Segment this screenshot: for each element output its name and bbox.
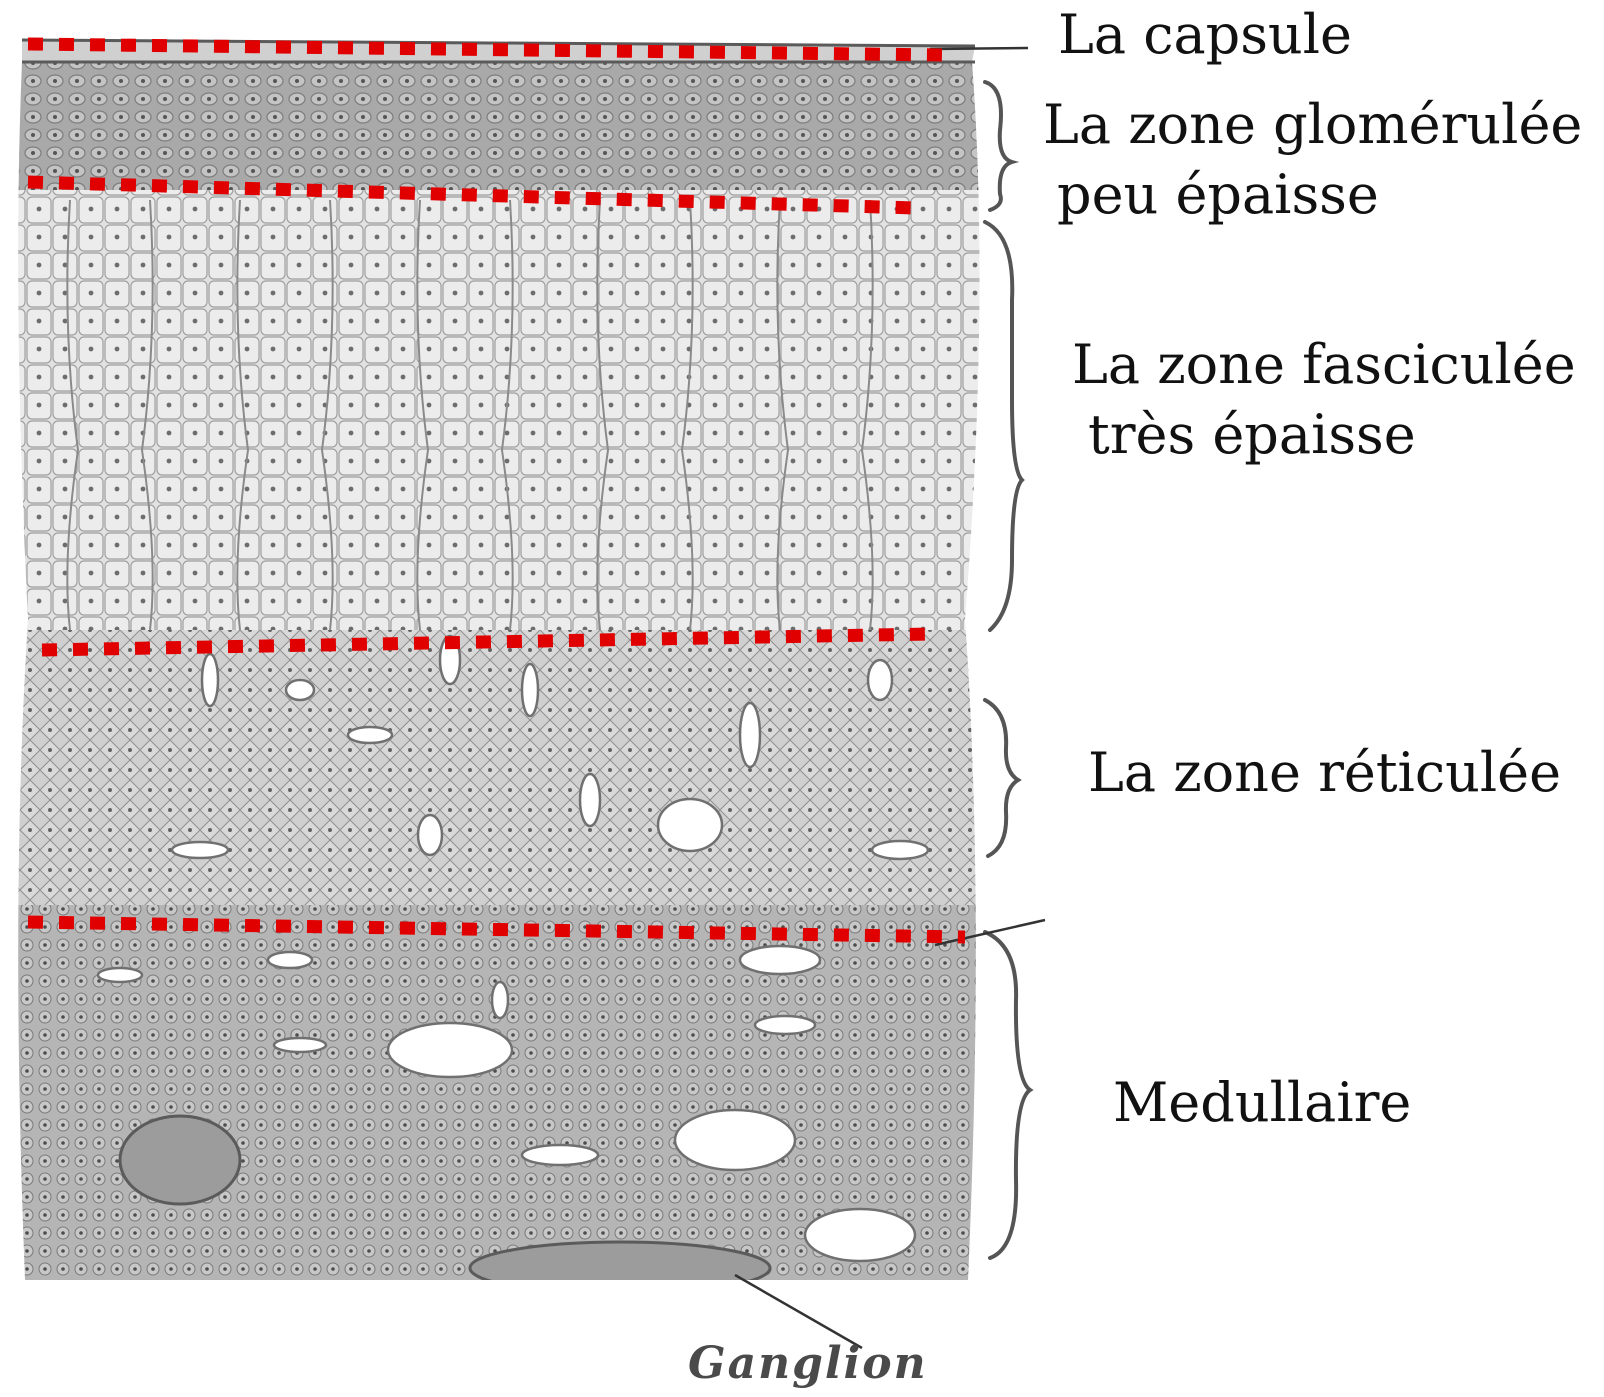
vessel-lumen	[580, 774, 600, 826]
vessel-lumen	[388, 1023, 512, 1077]
vessel-lumen	[740, 946, 820, 974]
label-fasciculee-line2: très épaisse	[1072, 400, 1576, 470]
vessel-lumen	[805, 1209, 915, 1261]
brace-medullaire	[985, 932, 1030, 1258]
label-fasciculee-line1: La zone fasciculée	[1072, 330, 1576, 400]
vessel-lumen	[172, 842, 228, 858]
label-zone-fasciculee: La zone fasciculée très épaisse	[1072, 330, 1576, 470]
vessel-lumen	[522, 664, 538, 716]
vessel-lumen	[872, 841, 928, 859]
fasciculata-layer	[0, 190, 1000, 635]
tissue-layers	[0, 20, 1000, 1294]
label-glomerulee-line2: peu épaisse	[1043, 160, 1582, 230]
brace-fasciculee	[985, 222, 1022, 630]
label-capsule-text: La capsule	[1058, 0, 1352, 70]
vessel-lumen	[348, 727, 392, 743]
brace-reticulee	[985, 700, 1018, 856]
vessel-lumen	[755, 1016, 815, 1034]
label-medullaire: Medullaire	[1113, 1068, 1411, 1138]
vessel-lumen	[492, 982, 508, 1018]
capsule-pointer	[930, 48, 1028, 49]
vessel-lumen	[268, 952, 312, 968]
zone-braces	[985, 82, 1030, 1258]
label-capsule: La capsule	[1058, 0, 1352, 70]
vessel-lumen	[675, 1110, 795, 1170]
label-zone-glomerulee: La zone glomérulée peu épaisse	[1043, 90, 1582, 230]
vessel-lumen	[658, 799, 722, 851]
vessel-lumen	[202, 654, 218, 706]
vessel-lumen	[98, 968, 142, 982]
glomerulosa-layer	[0, 62, 1000, 197]
label-zone-reticulee: La zone réticulée	[1088, 738, 1561, 808]
brace-glomerulee	[985, 82, 1012, 210]
vessel-lumen	[286, 680, 314, 700]
label-ganglion: Ganglion	[688, 1338, 928, 1389]
vessel-lumen	[418, 815, 442, 855]
label-glomerulee-line1: La zone glomérulée	[1043, 90, 1582, 160]
label-medullaire-text: Medullaire	[1113, 1068, 1411, 1138]
vessel-lumen	[868, 660, 892, 700]
reticularis-layer	[0, 630, 1000, 910]
vessel-lumen	[274, 1038, 326, 1052]
label-reticulee-text: La zone réticulée	[1088, 738, 1561, 808]
vessel-lumen	[740, 703, 760, 767]
ganglion-cluster	[120, 1116, 240, 1204]
vessel-lumen	[522, 1145, 598, 1165]
ganglion-body	[470, 1242, 770, 1294]
